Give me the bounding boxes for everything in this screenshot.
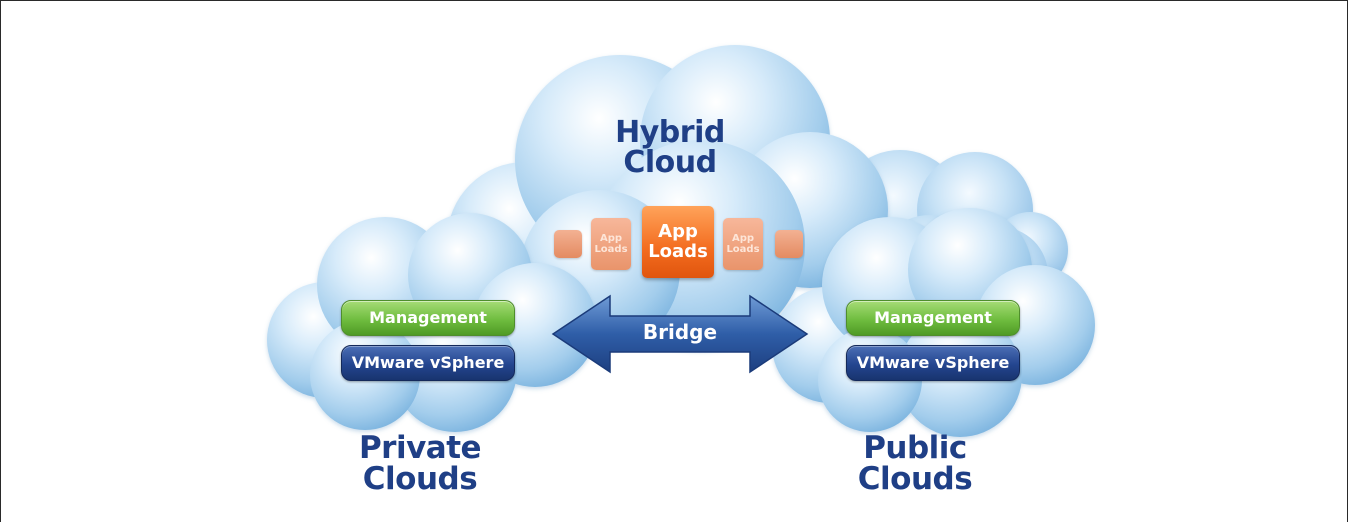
hybrid-cloud-title-line1: Hybrid: [615, 115, 725, 150]
private-clouds-title-line2: Clouds: [362, 461, 478, 497]
app-load-block-tiny-right: [775, 230, 803, 258]
hybrid-cloud-title: Hybrid Cloud: [590, 118, 750, 178]
private-clouds-title: Private Clouds: [340, 433, 500, 495]
app-loads-small-right-line1: App: [731, 232, 755, 244]
app-loads-small-left-line2: Loads: [594, 244, 628, 255]
bridge-label: Bridge: [642, 320, 718, 344]
private-clouds-title-line1: Private: [358, 430, 482, 466]
public-clouds-title-line2: Clouds: [857, 461, 973, 497]
app-loads-small-left-line1: App: [599, 232, 623, 244]
app-load-block-tiny-left: [554, 230, 582, 258]
public-vsphere-pill: VMware vSphere: [846, 345, 1020, 381]
app-loads-box-main: App Loads: [642, 206, 714, 278]
app-loads-small-right-line2: Loads: [726, 244, 760, 255]
bridge-arrow: [551, 294, 809, 374]
app-loads-box-small-left: App Loads: [591, 218, 631, 270]
app-loads-main-line1: App: [658, 221, 698, 243]
private-management-pill: Management: [341, 300, 515, 336]
public-management-pill: Management: [846, 300, 1020, 336]
public-clouds-title: Public Clouds: [835, 433, 995, 495]
public-clouds-title-line1: Public: [863, 430, 967, 466]
app-loads-box-small-right: App Loads: [723, 218, 763, 270]
hybrid-cloud-title-line2: Cloud: [623, 145, 717, 180]
app-loads-main-line2: Loads: [648, 241, 708, 262]
private-vsphere-pill: VMware vSphere: [341, 345, 515, 381]
